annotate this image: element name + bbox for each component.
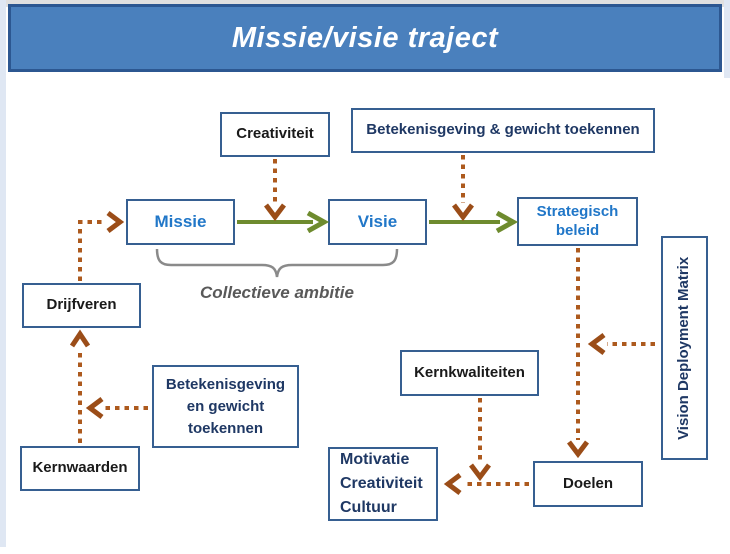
arrowhead-kernkwaliteiten: [469, 463, 491, 482]
box-creativiteit: Creativiteit: [220, 112, 330, 157]
arrowhead-vdm: [587, 333, 606, 355]
box-betekenis-top-label: Betekenisgeving & gewicht toekennen: [366, 121, 640, 139]
box-drijfveren: Drijfveren: [22, 283, 141, 328]
green-arrow-visie-to-strategisch: [429, 210, 519, 234]
box-strategisch-beleid: Strategisch beleid: [517, 197, 638, 246]
box-kernwaarden: Kernwaarden: [20, 446, 140, 491]
collectieve-ambitie-caption: Collectieve ambitie: [199, 283, 354, 302]
box-missie-label: Missie: [154, 212, 207, 232]
box-motivatie-line1: Motivatie: [340, 451, 410, 468]
box-strategisch-label: Strategisch beleid: [536, 202, 619, 239]
box-vdm-label: Vision Deployment Matrix: [675, 256, 693, 440]
box-betekenis-left-line2: en gewicht: [186, 397, 265, 415]
green-arrow-missie-to-visie: [237, 210, 330, 234]
box-motivatie-line3: Cultuur: [340, 499, 397, 516]
arrowhead-motivatie-right: [443, 473, 462, 495]
slide-edge-right: [724, 0, 730, 78]
box-betekenis-left-line3: toekennen: [187, 419, 263, 437]
box-missie: Missie: [126, 199, 235, 245]
box-betekenisgeving-gewicht-toekennen-top: Betekenisgeving & gewicht toekennen: [351, 108, 655, 153]
page-title: Missie/visie traject: [231, 21, 499, 54]
box-motivatie-line2: Creativiteit: [340, 475, 423, 492]
box-kernkwaliteiten-label: Kernkwaliteiten: [414, 363, 525, 381]
box-creativiteit-label: Creativiteit: [236, 125, 314, 143]
dotted-arrow-drijfveren-to-missie: [78, 220, 103, 281]
box-vision-deployment-matrix: Vision Deployment Matrix: [661, 236, 708, 460]
box-drijfveren-label: Drijfveren: [46, 296, 117, 314]
box-visie-label: Visie: [357, 212, 398, 232]
collectieve-ambitie-brace: [155, 248, 399, 278]
box-kernwaarden-label: Kernwaarden: [32, 459, 128, 477]
box-visie: Visie: [328, 199, 427, 245]
arrowhead-doelen-top: [567, 440, 589, 459]
box-betekenis-left-line1: Betekenisgeving: [165, 375, 286, 393]
slide-edge-bottom: [0, 0, 730, 7]
arrowhead-missie-left: [106, 211, 125, 233]
box-doelen: Doelen: [533, 461, 643, 507]
box-motivatie-creativiteit-cultuur: Motivatie Creativiteit Cultuur: [328, 447, 438, 521]
box-betekenisgeving-gewicht-toekennen-left: Betekenisgeving en gewicht toekennen: [152, 365, 299, 448]
box-doelen-label: Doelen: [562, 474, 613, 492]
arrowhead-betekenis-top: [452, 203, 474, 222]
box-kernkwaliteiten: Kernkwaliteiten: [400, 350, 539, 396]
arrowhead-betekenis-left: [85, 397, 104, 419]
arrowhead-drijfveren-bottom: [69, 329, 91, 348]
arrowhead-creativiteit: [264, 203, 286, 222]
title-bar: Missie/visie traject: [8, 4, 722, 72]
slide-edge-left: [0, 0, 6, 547]
